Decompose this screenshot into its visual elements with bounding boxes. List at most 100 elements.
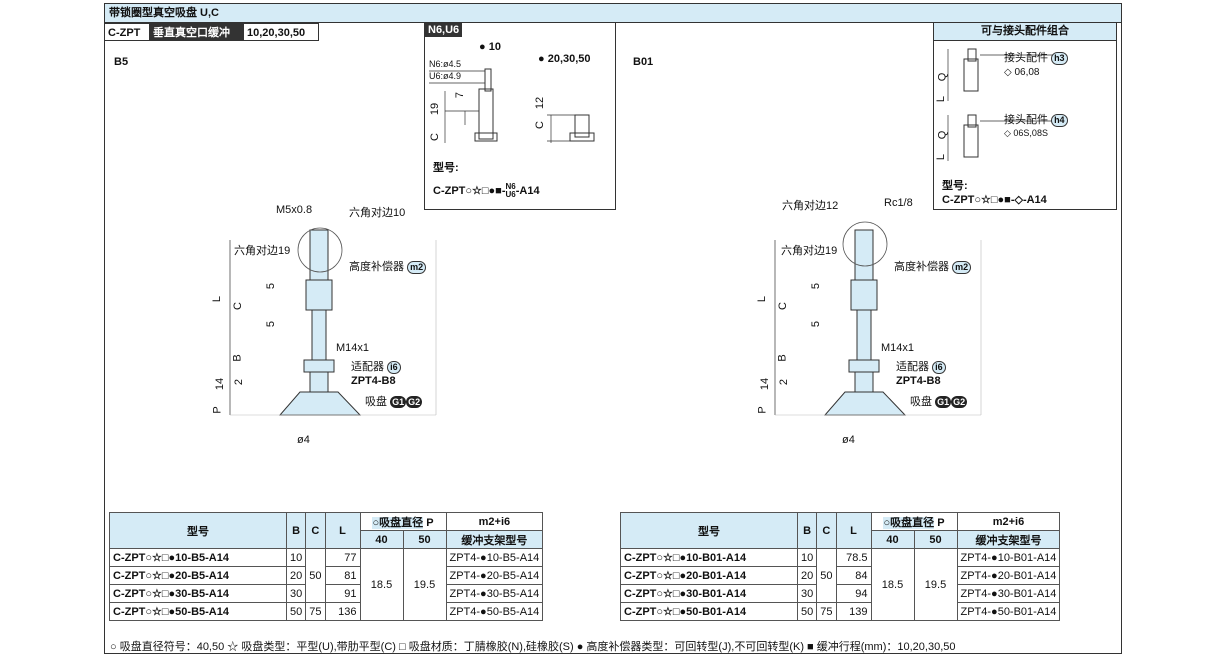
th-model: 型号 xyxy=(109,512,287,549)
left-adapter: 适配器 i6 xyxy=(351,358,401,374)
left-dim-5b: 5 xyxy=(265,320,278,328)
row-buffer: ZPT4-●20-B5-A14 xyxy=(445,566,544,585)
row-buffer: ZPT4-●50-B01-A14 xyxy=(956,602,1061,621)
dim-c2: C xyxy=(533,121,546,129)
left-dim-14: 14 xyxy=(214,377,227,391)
right-dim-2: 2 xyxy=(778,378,791,386)
th-l: L xyxy=(835,512,872,549)
row-p50: 19.5 xyxy=(913,548,958,621)
right-variant-label: B01 xyxy=(633,56,654,68)
row-p40: 18.5 xyxy=(359,548,404,621)
th-buffer: 缓冲支架型号 xyxy=(956,530,1061,549)
th-50: 50 xyxy=(402,530,447,549)
row-p40: 18.5 xyxy=(870,548,915,621)
row-buffer: ZPT4-●30-B01-A14 xyxy=(956,584,1061,603)
th-dia: ○吸盘直径 P xyxy=(359,512,447,531)
inset-tag: N6,U6 xyxy=(425,23,463,37)
left-dim-2: 2 xyxy=(233,378,246,386)
dim-7: 7 xyxy=(454,91,467,99)
right-dim-l: L xyxy=(756,295,769,303)
stroke-list: 10,20,30,50 xyxy=(243,23,319,41)
right-m14: M14x1 xyxy=(881,342,915,354)
row-b: 30 xyxy=(285,584,307,603)
row-l: 136 xyxy=(324,602,361,621)
left-product-drawing xyxy=(229,227,437,416)
table-row: C-ZPT○☆□●30-B01-A14 30 94 ZPT4-●30-B01-A… xyxy=(620,584,1061,603)
left-dim-c: C xyxy=(231,302,244,310)
left-spec-table: 型号 B C L ○吸盘直径 P m2+i6 40 50 缓冲支架型号 C-ZP… xyxy=(109,512,544,621)
fitting-h4-sizes: ◇ 06S,08S xyxy=(1004,128,1048,138)
series-code: C-ZPT xyxy=(104,23,150,41)
right-adapter-model: ZPT4-B8 xyxy=(896,375,941,387)
fitting-model-code: C-ZPT○☆□●■-◇-A14 xyxy=(942,194,1047,206)
right-adapter: 适配器 i6 xyxy=(896,358,946,374)
fitting-model-label: 型号: xyxy=(942,180,968,192)
th-model: 型号 xyxy=(620,512,798,549)
row-model: C-ZPT○☆□●30-B01-A14 xyxy=(620,584,798,603)
table-row: C-ZPT○☆□●20-B01-A14 20 84 ZPT4-●20-B01-A… xyxy=(620,566,1061,585)
row-l: 78.5 xyxy=(835,548,872,567)
fitting-combo-title: 可与接头配件组合 xyxy=(934,23,1116,41)
row-b: 10 xyxy=(285,548,307,567)
table-row: C-ZPT○☆□●50-B5-A14 50 75 136 ZPT4-●50-B5… xyxy=(109,602,544,621)
row-model: C-ZPT○☆□●50-B01-A14 xyxy=(620,602,798,621)
dim-q2: Q xyxy=(936,130,949,140)
size-a-label: ● 10 xyxy=(479,41,501,53)
dim-19: 19 xyxy=(429,102,442,116)
dim-q: Q xyxy=(936,72,949,82)
right-rc: Rc1/8 xyxy=(884,197,913,209)
inset-model-label: 型号: xyxy=(433,162,459,174)
row-b: 20 xyxy=(285,566,307,585)
th-b: B xyxy=(285,512,307,549)
row-model: C-ZPT○☆□●20-B01-A14 xyxy=(620,566,798,585)
row-c: 75 xyxy=(305,602,326,621)
row-l: 81 xyxy=(324,566,361,585)
row-model: C-ZPT○☆□●30-B5-A14 xyxy=(109,584,287,603)
left-height-comp: 高度补偿器 m2 xyxy=(349,258,427,274)
right-dia: ø4 xyxy=(842,434,855,446)
right-height-comp: 高度补偿器 m2 xyxy=(894,258,972,274)
left-thread: M5x0.8 xyxy=(276,204,313,216)
table-row: C-ZPT○☆□●50-B01-A14 50 75 139 ZPT4-●50-B… xyxy=(620,602,1061,621)
th-l: L xyxy=(324,512,361,549)
fitting-combo-drawing xyxy=(947,48,1054,161)
row-buffer: ZPT4-●10-B5-A14 xyxy=(445,548,544,567)
left-dim-5a: 5 xyxy=(265,282,278,290)
th-c: C xyxy=(305,512,326,549)
right-hex12: 六角对边12 xyxy=(782,200,839,212)
row-l: 94 xyxy=(835,584,872,603)
left-variant-label: B5 xyxy=(114,56,129,68)
series-desc: 垂直真空口缓冲 xyxy=(149,23,243,41)
row-l: 84 xyxy=(835,566,872,585)
right-dim-5b: 5 xyxy=(810,320,823,328)
row-l: 77 xyxy=(324,548,361,567)
dim-c: C xyxy=(428,133,441,141)
th-40: 40 xyxy=(870,530,915,549)
dim-l: L xyxy=(935,95,948,103)
footnote: ○ 吸盘直径符号：40,50 ☆ 吸盘类型：平型(U),带肋平型(C) □ 吸盘… xyxy=(110,641,956,653)
fitting-detail-drawing xyxy=(429,68,595,143)
left-dim-b: B xyxy=(231,354,244,362)
right-dim-c: C xyxy=(776,302,789,310)
row-buffer: ZPT4-●20-B01-A14 xyxy=(956,566,1061,585)
th-b: B xyxy=(796,512,818,549)
row-model: C-ZPT○☆□●50-B5-A14 xyxy=(109,602,287,621)
th-50: 50 xyxy=(913,530,958,549)
row-c-shared: 50 xyxy=(305,548,326,603)
left-m14: M14x1 xyxy=(336,342,370,354)
dim-l2: L xyxy=(935,153,948,161)
u6-dia: U6:ø4.9 xyxy=(429,71,462,81)
th-40: 40 xyxy=(359,530,404,549)
n6-dia: N6:ø4.5 xyxy=(429,59,462,69)
row-b: 20 xyxy=(796,566,818,585)
right-dim-14: 14 xyxy=(759,377,772,391)
page-title: 带锁圈型真空吸盘 U,C xyxy=(104,3,1122,23)
row-model: C-ZPT○☆□●20-B5-A14 xyxy=(109,566,287,585)
right-spec-table: 型号 B C L ○吸盘直径 P m2+i6 40 50 缓冲支架型号 C-ZP… xyxy=(620,512,1061,621)
fitting-h3-sizes: ◇ 06,08 xyxy=(1004,67,1040,78)
table-row: C-ZPT○☆□●20-B5-A14 20 81 ZPT4-●20-B5-A14 xyxy=(109,566,544,585)
right-product-drawing xyxy=(774,221,982,416)
fitting-h3-label: 接头配件 h3 xyxy=(1004,49,1068,65)
